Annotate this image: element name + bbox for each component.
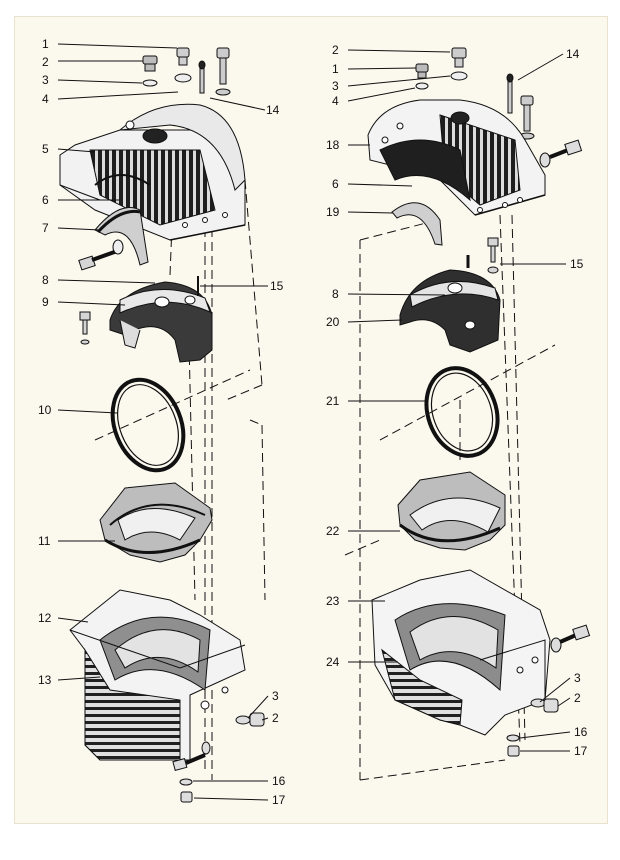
hex-bolt-icon [539, 139, 583, 168]
crankcase-half-icon [371, 569, 551, 736]
callout-12: 12 [38, 611, 52, 625]
callout-1: 1 [332, 62, 339, 76]
callout-17: 17 [272, 793, 286, 807]
callout-3b: 3 [272, 689, 279, 703]
callout-19: 19 [326, 205, 340, 219]
right-assembly [344, 47, 591, 781]
hex-bolt-icon [78, 239, 124, 271]
washer-icon [142, 79, 158, 87]
crankcase-half-icon [69, 589, 246, 761]
callout-2b: 2 [272, 711, 279, 725]
hex-bolt-icon [172, 741, 211, 803]
sealing-ring-icon [110, 377, 186, 473]
washer-icon [174, 73, 192, 83]
callout-3: 3 [42, 73, 49, 87]
callout-6: 6 [332, 177, 339, 191]
bearing-shell-icon [391, 202, 443, 246]
cap-nut-icon [176, 47, 190, 66]
callout-11: 11 [38, 534, 51, 548]
callout-22: 22 [326, 524, 340, 538]
callout-2b: 2 [574, 691, 581, 705]
plug-icon [142, 55, 158, 72]
plug-icon [415, 63, 429, 90]
callout-15: 15 [270, 279, 284, 293]
bearing-shell-icon [94, 207, 149, 266]
callout-2: 2 [332, 43, 339, 57]
callout-2: 2 [42, 55, 49, 69]
right-leader-lines [347, 49, 571, 752]
bearing-cap-icon [109, 281, 213, 363]
nut-washer-icon [506, 698, 559, 757]
callout-24: 24 [326, 655, 340, 669]
callout-4: 4 [332, 94, 339, 108]
callout-20: 20 [326, 315, 340, 329]
callout-23: 23 [326, 594, 340, 608]
callout-9: 9 [42, 295, 49, 309]
callout-5: 5 [42, 142, 49, 156]
callout-16: 16 [574, 725, 588, 739]
callout-7: 7 [42, 221, 49, 235]
bearing-half-icon [397, 471, 506, 551]
bearing-cap-icon [399, 269, 501, 353]
cap-nut-icon [450, 47, 468, 81]
left-labels: 1 2 3 4 14 5 6 7 8 15 9 10 11 12 13 3 2 … [38, 37, 286, 807]
callout-3b: 3 [574, 671, 581, 685]
hex-bolt-icon [487, 237, 499, 274]
sealing-ring-icon [424, 366, 500, 458]
left-leader-lines [57, 43, 269, 801]
callout-13: 13 [38, 673, 52, 687]
hex-bolt-icon [550, 624, 591, 653]
callout-15: 15 [570, 257, 584, 271]
hex-bolt-icon [79, 311, 91, 345]
left-assembly [57, 43, 269, 803]
callout-6: 6 [42, 193, 49, 207]
callout-21: 21 [326, 394, 340, 408]
callout-4: 4 [42, 92, 49, 106]
top-cover-icon [367, 99, 546, 216]
callout-14: 14 [266, 103, 280, 117]
callout-1: 1 [42, 37, 49, 51]
callout-10: 10 [38, 403, 52, 417]
callout-18: 18 [326, 138, 340, 152]
callout-14: 14 [566, 47, 580, 61]
nut-washer-icon [235, 712, 265, 727]
bearing-half-icon [99, 482, 213, 563]
callout-17: 17 [574, 744, 588, 758]
callout-16: 16 [272, 774, 286, 788]
top-cover-icon [59, 103, 246, 241]
callout-8: 8 [332, 287, 339, 301]
callout-3: 3 [332, 79, 339, 93]
callout-8: 8 [42, 273, 49, 287]
stud-bolt-icon [198, 47, 231, 96]
right-labels: 2 14 1 3 4 18 6 19 15 8 20 21 22 23 24 3… [326, 43, 588, 758]
